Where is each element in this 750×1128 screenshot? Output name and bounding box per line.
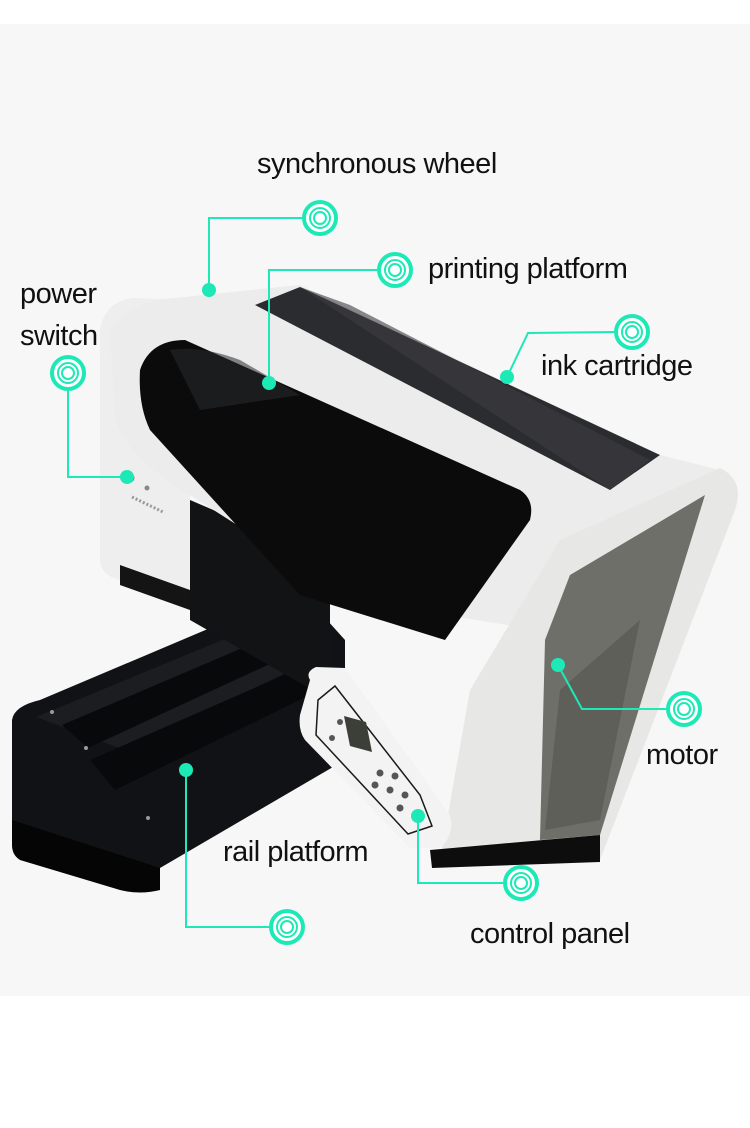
label-printing-platform: printing platform	[428, 253, 628, 285]
callout-leaders	[67, 217, 666, 928]
target-icon	[614, 314, 650, 350]
target-icon	[503, 865, 539, 901]
label-synchronous-wheel: synchronous wheel	[257, 148, 497, 180]
label-ink-cartridge: ink cartridge	[541, 350, 693, 382]
control-panel-unit	[299, 667, 452, 848]
target-icon	[377, 252, 413, 288]
callout-anchor-dots	[120, 283, 565, 823]
callout-markers	[50, 200, 702, 945]
target-icon	[302, 200, 338, 236]
rail-platform-tray	[12, 590, 345, 893]
target-icon	[666, 691, 702, 727]
label-power-switch-line2: switch	[20, 320, 98, 352]
label-control-panel: control panel	[470, 918, 630, 950]
target-icon	[50, 355, 86, 391]
label-motor: motor	[646, 739, 718, 771]
printer-body	[100, 285, 738, 868]
target-icon	[269, 909, 305, 945]
label-rail-platform: rail platform	[223, 836, 369, 868]
label-power-switch-line1: power	[20, 278, 97, 310]
